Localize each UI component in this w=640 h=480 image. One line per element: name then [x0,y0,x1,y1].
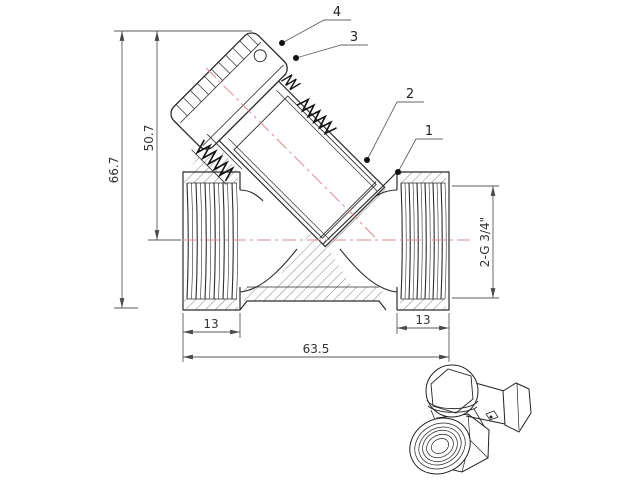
bonnet-joint-thread [195,139,235,182]
left-port-top-wall-hatch [184,172,238,183]
left-port-threads [186,182,239,300]
cap-screw-thread [281,74,301,91]
valve-body-section [182,150,450,311]
callout-4: 4 [279,5,351,46]
iso-port-threads [414,422,466,470]
bonnet-sleeve-lines [228,90,378,240]
label-overall-height: 66.7 [107,157,121,184]
callout-1: 1 [395,124,443,175]
iso-center-plug [485,410,499,421]
label-thread-spec: 2-G 3/4" [478,217,492,267]
isometric-view [409,364,532,475]
label-overall-length: 63.5 [303,342,330,356]
iso-port-outer [409,417,471,475]
callout-2-dot [364,157,370,163]
callout-1-dot [395,169,401,175]
callout-3: 3 [293,30,368,61]
left-port-bottom-wall-hatch [184,299,238,310]
callout-3-dot [293,55,299,61]
callout-2-number: 2 [406,87,414,102]
bonnet-flange-lines [191,133,243,185]
iso-cap-hex [430,368,474,414]
right-port-bottom-wall-hatch [400,299,446,310]
callout-4-dot [279,40,285,46]
cap-vent-hole [253,49,267,63]
iso-right-nut-crease [516,383,520,431]
iso-cap-dome [425,364,479,418]
bonnet-spring [296,97,337,136]
right-port-threads [400,182,447,300]
callout-3-number: 3 [350,30,358,45]
dimensions [114,30,499,362]
body-bottom-profile [239,300,387,311]
dimension-labels: 66.7 50.7 2-G 3/4" 13 13 63.5 [107,125,492,356]
left-port-outline [182,171,241,311]
callout-4-number: 4 [333,5,341,20]
bore-top-left [239,189,264,202]
right-port-outline [396,171,450,311]
cap-knurl-ticks [175,33,259,117]
bottom-wall-hatch [244,287,382,301]
iso-cap-ring [426,399,479,413]
bonnet-assembly [170,32,386,248]
bonnet-axis-centerline [205,67,376,238]
bore-funnel-left [239,248,298,293]
iso-right-nut [502,382,532,433]
callouts: 4 3 2 1 [279,5,443,175]
callout-2: 2 [364,87,424,163]
centerlines [157,67,470,241]
right-port-top-wall-hatch [400,172,446,183]
label-bonnet-height: 50.7 [142,125,156,152]
callout-1-number: 1 [425,124,433,139]
seat-triangle-hatch [272,233,352,287]
label-right-thread: 13 [415,313,430,327]
iso-center-plug-dot [489,415,493,419]
bore-funnel-right [339,248,398,293]
extension-lines [114,30,499,362]
label-left-thread: 13 [203,317,218,331]
body-top-right-edge [382,171,398,187]
